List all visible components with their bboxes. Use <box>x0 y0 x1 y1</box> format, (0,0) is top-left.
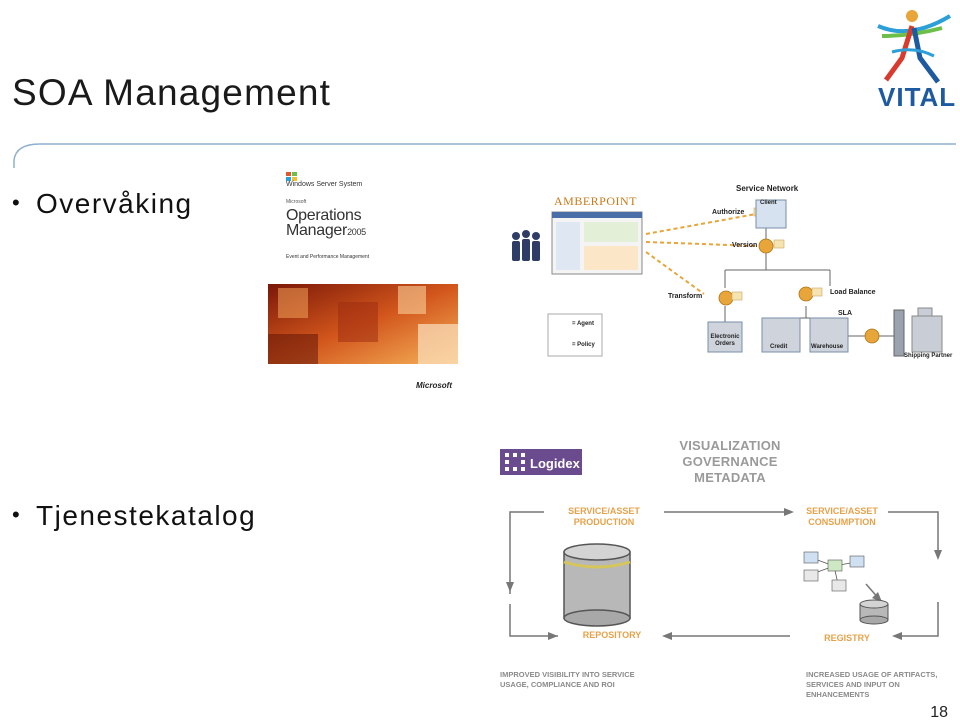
ms-product-line: Microsoft <box>286 199 307 205</box>
note-visibility: IMPROVED VISIBILITY INTO SERVICE USAGE, … <box>500 670 635 689</box>
title-underline <box>13 143 956 168</box>
logidex-cycle-graphics <box>506 508 942 640</box>
authorize-label: Authorize <box>712 209 745 216</box>
vital-logo-text: VITAL <box>878 82 957 112</box>
service-network-label: Service Network <box>736 184 799 193</box>
bullet-dot-icon: • <box>12 502 22 527</box>
ms-product-version: 2005 <box>347 227 366 237</box>
ms-cover-art <box>268 284 458 364</box>
heading-line-1: VISUALIZATION <box>679 438 781 453</box>
transform-label: Transform <box>668 293 703 300</box>
logidex-logo: Logidex <box>500 449 582 475</box>
version-label: Version <box>732 242 758 249</box>
amberpoint-diagram: AMBERPOINT <box>500 176 958 366</box>
load-balance-label: Load Balance <box>830 289 876 296</box>
legend-policy-label: = Policy <box>572 342 595 348</box>
client-label: Client <box>760 200 777 206</box>
ops-manager-product-box: Windows Server System Microsoft Operatio… <box>268 168 458 398</box>
warehouse-label: Warehouse <box>811 344 844 350</box>
vital-logo: VITAL <box>872 6 957 112</box>
bullet-text: Tjenestekatalog <box>36 500 257 531</box>
page-number: 18 <box>930 704 948 721</box>
electronic-orders-label: Electronic Orders <box>710 334 740 347</box>
service-asset-production: SERVICE/ASSET PRODUCTION <box>568 506 640 527</box>
heading-line-2: GOVERNANCE <box>682 454 778 469</box>
bullet-text: Overvåking <box>36 188 193 219</box>
logidex-logo-text: Logidex <box>530 456 580 471</box>
logidex-heading: VISUALIZATION GOVERNANCE METADATA <box>670 438 790 486</box>
windows-flag-icon <box>286 172 297 181</box>
ms-tagline: Event and Performance Management <box>286 254 370 260</box>
legend-agent-label: = Agent <box>572 321 594 327</box>
amberpoint-logo: AMBERPOINT <box>554 194 638 208</box>
logidex-grid-icon <box>505 453 525 471</box>
ms-product-line-2: Manager <box>286 222 348 239</box>
bullet-tjenestekatalog: • Tjenestekatalog <box>12 500 256 532</box>
microsoft-logo: Microsoft <box>416 381 452 390</box>
heading-line-3: METADATA <box>694 470 766 485</box>
service-asset-consumption: SERVICE/ASSET CONSUMPTION <box>806 506 878 527</box>
vital-figure-logo-icon <box>877 10 952 84</box>
repository-label: REPOSITORY <box>582 630 642 640</box>
logidex-diagram: Logidex VISUALIZATION GOVERNANCE METADAT… <box>494 432 960 699</box>
shipping-partner-label: Shipping Partner <box>904 353 953 359</box>
registry-label: REGISTRY <box>824 633 870 643</box>
ms-product-line-1: Operations <box>286 207 362 224</box>
sla-label: SLA <box>838 310 852 317</box>
slide-title: SOA Management <box>12 72 332 113</box>
bullet-dot-icon: • <box>12 190 22 215</box>
ms-system-label: Windows Server System <box>286 181 363 188</box>
note-usage: INCREASED USAGE OF ARTIFACTS, SERVICES A… <box>806 670 938 699</box>
credit-label: Credit <box>770 344 788 350</box>
bullet-overvaking: • Overvåking <box>12 188 193 220</box>
amberpoint-graphics <box>512 199 943 357</box>
ms-product-name: Operations Manager2005 <box>286 208 366 240</box>
